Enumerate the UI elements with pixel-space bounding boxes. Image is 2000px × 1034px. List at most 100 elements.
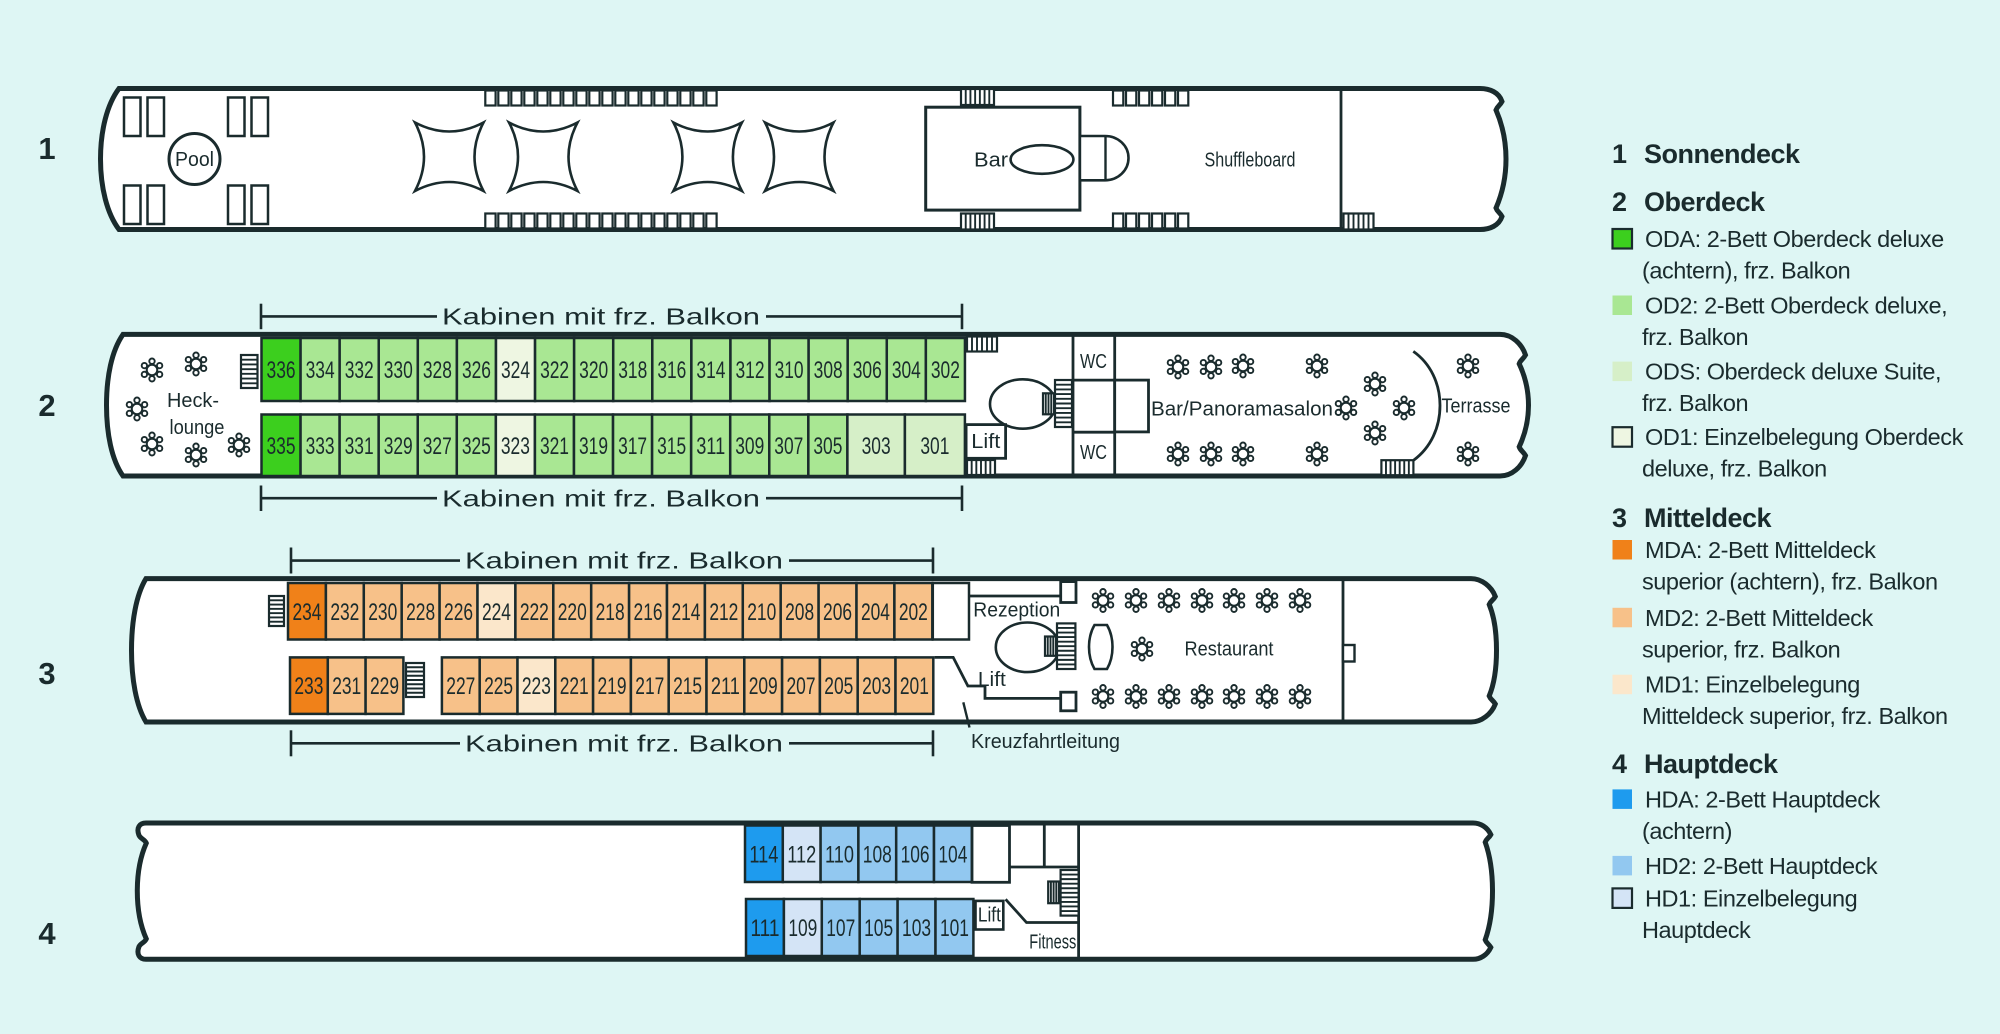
cabin-314 (690, 336, 732, 403)
cabin-233-number: 233 (294, 673, 323, 700)
cabin-215 (667, 656, 708, 716)
deck-4-stairs (1047, 868, 1080, 917)
cabin-218 (589, 581, 631, 641)
legend-item-text: frz. Balkon (1642, 390, 1748, 416)
deck-4-fitness-label: Fitness (1029, 932, 1076, 954)
cabin-334 (299, 336, 341, 403)
deck-4-lift-box (974, 899, 1005, 931)
cabin-226 (438, 581, 479, 641)
awning-icon (411, 119, 487, 195)
cabin-310 (768, 336, 810, 403)
deck-2-oberdeck: WC WC Lift Bar/Panoramasalon Terrasse He… (103, 304, 1532, 511)
deck-chair-icon (1163, 212, 1177, 230)
legend-item-text: HD1: Einzelbelegung (1645, 885, 1857, 911)
cabin-202 (893, 581, 934, 641)
cabin-101-number: 101 (940, 915, 969, 942)
cabin-230-number: 230 (368, 599, 397, 626)
stairs-icon (267, 594, 286, 628)
deck-3-balkon-label-top: Kabinen mit frz. Balkon (465, 548, 783, 574)
cabin-310-number: 310 (775, 357, 804, 384)
deck-chair-icon (523, 89, 536, 107)
cabin-325-number: 325 (462, 433, 491, 460)
terrasse-divider-arc (1412, 350, 1442, 462)
cabin-333 (299, 413, 341, 478)
salon-closet (1113, 378, 1150, 434)
cabin-205 (818, 656, 859, 716)
deck-4-hull (134, 820, 1496, 962)
cabin-321-number: 321 (540, 433, 569, 460)
deck-chair-icon (666, 89, 679, 107)
cabin-224 (476, 581, 517, 641)
legend-item-text: OD2: 2-Bett Oberdeck deluxe, (1645, 293, 1947, 319)
cabin-306 (846, 336, 889, 403)
cabin-334-number: 334 (306, 357, 335, 384)
cabin-303-number: 303 (862, 433, 891, 460)
cabin-207-number: 207 (787, 673, 816, 700)
cabin-329-number: 329 (384, 433, 413, 460)
deck-chair-icon (653, 89, 666, 107)
legend-item-text: MDA: 2-Bett Mitteldeck (1645, 537, 1876, 563)
stairs-icon (1053, 378, 1074, 429)
cabin-223 (516, 656, 557, 716)
deck-3-tables (1091, 588, 1312, 709)
table-icon (1288, 588, 1312, 613)
deck-3-stairs (267, 594, 1077, 699)
deck-3-balkon-label-bottom: Kabinen mit frz. Balkon (465, 730, 783, 756)
cabin-110-number: 110 (825, 841, 854, 868)
table-icon (1305, 441, 1329, 467)
deck-chair-icon (549, 89, 562, 107)
deck-chair-icon (1111, 89, 1125, 107)
cabin-217 (629, 656, 670, 716)
cabin-328-number: 328 (423, 357, 452, 384)
deck-1-deckchair-strips (484, 89, 1190, 230)
stairs-icon (404, 661, 426, 699)
legend-item-text: ODA: 2-Bett Oberdeck deluxe (1645, 226, 1944, 252)
sun-lounger-icon (250, 96, 270, 138)
rezeption-label: Rezeption (973, 600, 1060, 622)
stairs-icon (959, 212, 996, 231)
cabin-302 (924, 336, 967, 403)
deck-chair-icon (601, 212, 614, 230)
sun-lounger-icon (122, 184, 142, 226)
cabin-218-number: 218 (596, 599, 625, 626)
deck-chair-icon (1163, 89, 1177, 107)
cabin-320 (572, 336, 615, 403)
deck-4-room-1 (970, 824, 1011, 884)
cabin-311 (689, 413, 732, 478)
cabin-225-number: 225 (484, 673, 513, 700)
table-icon (1190, 588, 1214, 613)
cabin-214-number: 214 (671, 599, 700, 626)
deck-chair-icon (510, 212, 523, 230)
legend-swatch-oda (1611, 227, 1634, 250)
cabin-110 (819, 824, 860, 884)
deck-chair-icon (679, 212, 692, 230)
cabin-105 (858, 897, 899, 958)
terrasse-label: Terrasse (1442, 396, 1511, 418)
deck-3-unnumbered-room (931, 581, 971, 641)
stairs-icon (239, 353, 259, 390)
legend-item-oda: ODA: 2-Bett Oberdeck deluxe(achtern), fr… (1611, 226, 1945, 284)
cabin-205-number: 205 (824, 673, 853, 700)
deck-chair-icon (588, 212, 601, 230)
cabin-304-number: 304 (892, 357, 921, 384)
legend-item-text: OD1: Einzelbelegung Oberdeck (1645, 424, 1964, 450)
cabin-311-number: 311 (696, 433, 725, 460)
legend-section-title: Oberdeck (1644, 187, 1766, 217)
deck-chair-icon (562, 89, 575, 107)
rezeption-pillar-bottom (1059, 690, 1078, 713)
wc-top-label: WC (1080, 351, 1107, 373)
cabin-305-number: 305 (813, 433, 842, 460)
cabin-103 (896, 897, 937, 958)
stairs-icon (965, 458, 997, 477)
cabin-230 (362, 581, 403, 641)
table-icon (1166, 441, 1190, 467)
deck-chair-icon (692, 89, 705, 107)
deck-chair-icon (705, 212, 718, 230)
table-icon (1363, 420, 1387, 446)
table-icon (1190, 684, 1214, 709)
legend-item-text: frz. Balkon (1642, 324, 1748, 350)
